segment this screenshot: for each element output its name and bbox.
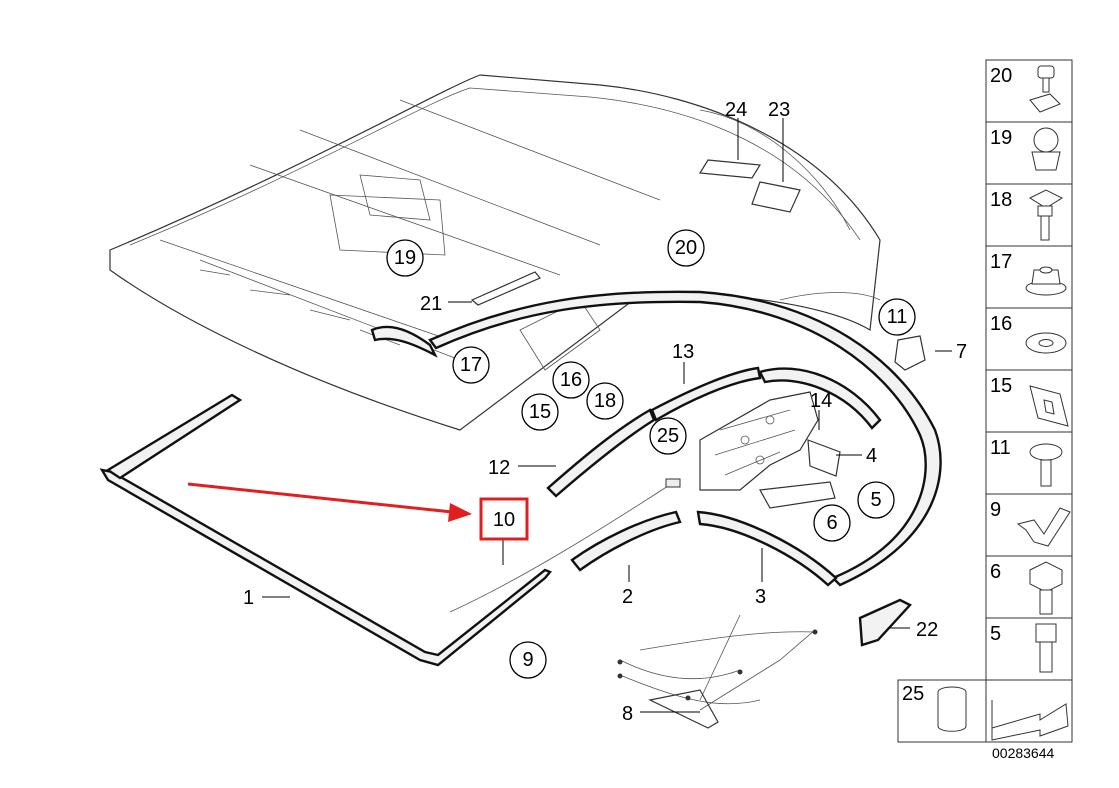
circled-label-19: 19	[386, 239, 424, 277]
circled-label-11: 11	[878, 298, 916, 336]
part-22	[858, 598, 912, 647]
label-21: 21	[420, 293, 442, 315]
seal-1	[99, 393, 552, 667]
highlight-label-10: 10	[493, 509, 515, 531]
circled-label-6-text: 6	[826, 512, 837, 534]
rear-seal	[370, 290, 942, 587]
side-item-5: 5	[990, 623, 1001, 645]
mechanism-25	[699, 391, 819, 491]
bottom-item-25: 25	[902, 683, 924, 705]
side-item-19: 19	[990, 127, 1012, 149]
circled-label-15-text: 15	[529, 401, 551, 423]
label-23: 23	[768, 99, 790, 121]
circled-label-20: 20	[667, 229, 705, 267]
seal-12	[546, 408, 656, 498]
circled-label-17-text: 17	[460, 354, 482, 376]
circled-label-17: 17	[452, 346, 490, 384]
nut-icon	[1025, 266, 1067, 296]
clip-plate-icon	[1029, 385, 1069, 427]
side-panel: 20 19 18 17 16 15 11 9 6 5	[985, 59, 1073, 681]
side-item-18: 18	[990, 189, 1012, 211]
circled-label-18-text: 18	[594, 390, 616, 412]
circled-label-5: 5	[857, 481, 895, 519]
cylinder-icon	[937, 686, 967, 732]
circled-label-9-text: 9	[522, 649, 533, 671]
highlight-box-10: 10	[479, 497, 529, 541]
label-14: 14	[810, 390, 832, 412]
label-22: 22	[916, 619, 938, 641]
screw-icon	[1029, 443, 1063, 487]
circled-label-15: 15	[521, 393, 559, 431]
highlight-arrow	[187, 482, 472, 522]
leader-lines	[262, 118, 952, 713]
bottom-panel: 25	[897, 679, 1073, 743]
label-3: 3	[755, 586, 766, 608]
pad-23	[751, 181, 801, 213]
circled-label-16: 16	[552, 361, 590, 399]
stud-bolt-icon	[1035, 623, 1057, 673]
bracket-clip-icon	[1016, 507, 1071, 547]
bracket-6	[759, 481, 836, 509]
circled-label-16-text: 16	[560, 369, 582, 391]
side-item-17: 17	[990, 251, 1012, 273]
circled-label-25-text: 25	[657, 425, 679, 447]
label-24: 24	[725, 99, 747, 121]
wire-10	[449, 478, 681, 613]
label-13: 13	[672, 341, 694, 363]
arrow-ramp-icon	[991, 700, 1069, 741]
pad-24	[698, 159, 762, 179]
side-item-20: 20	[990, 65, 1012, 87]
label-1: 1	[243, 587, 254, 609]
label-7: 7	[956, 341, 967, 363]
label-12: 12	[488, 457, 510, 479]
seal-3	[696, 510, 838, 587]
label-2: 2	[622, 586, 633, 608]
circled-label-25: 25	[649, 417, 687, 455]
circled-label-9: 9	[509, 641, 547, 679]
ball-stud-icon	[1031, 127, 1061, 171]
seal-13	[650, 366, 762, 422]
side-item-9: 9	[990, 499, 1001, 521]
seal-14	[758, 367, 882, 430]
side-item-11: 11	[990, 437, 1011, 459]
circled-label-19-text: 19	[394, 247, 416, 269]
roof-frame	[109, 74, 881, 431]
part-21	[470, 271, 541, 306]
seal-2	[570, 510, 682, 572]
bracket-4	[807, 439, 841, 477]
circled-label-5-text: 5	[870, 489, 881, 511]
hex-bolt-icon	[1029, 561, 1063, 615]
cables-8	[617, 614, 818, 729]
part-7	[894, 335, 926, 371]
side-item-16: 16	[990, 313, 1012, 335]
label-8: 8	[622, 703, 633, 725]
label-4: 4	[866, 445, 877, 467]
pin-clip-icon	[1029, 65, 1061, 113]
circled-label-11-text: 11	[887, 306, 908, 328]
circled-label-6: 6	[813, 504, 851, 542]
circled-label-20-text: 20	[675, 237, 697, 259]
washer-icon	[1025, 332, 1067, 354]
circled-label-18: 18	[586, 382, 624, 420]
square-bolt-icon	[1028, 189, 1064, 241]
reference-number: 00283644	[992, 745, 1055, 761]
side-item-15: 15	[990, 375, 1012, 397]
side-item-6: 6	[990, 561, 1001, 583]
